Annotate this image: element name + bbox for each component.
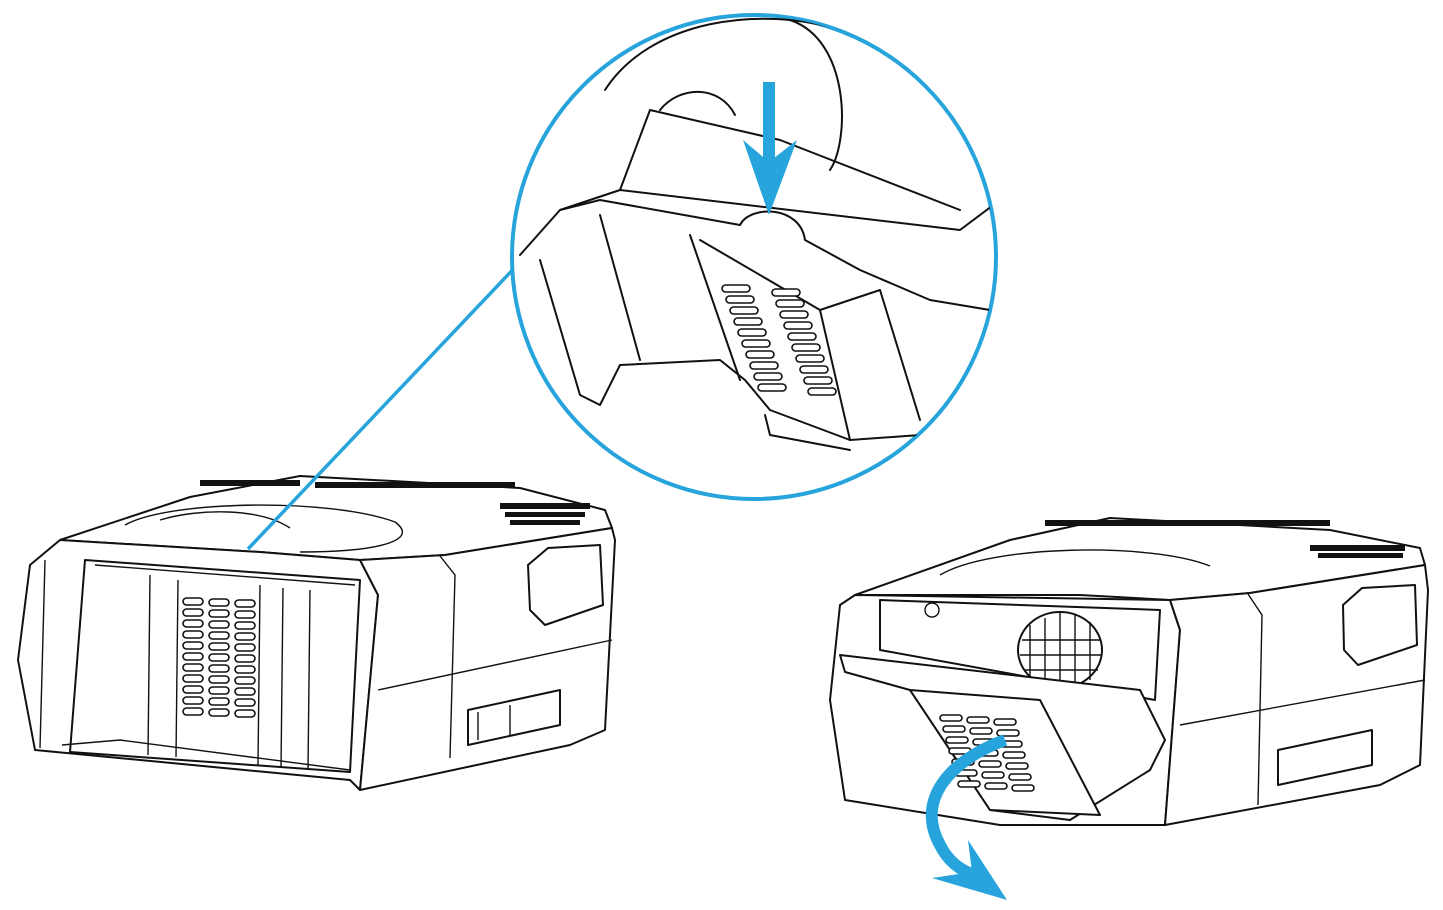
swing-open-arrow-icon bbox=[925, 734, 1008, 900]
vent-slot bbox=[791, 343, 821, 352]
vent-slot bbox=[234, 665, 256, 674]
vent-slot bbox=[996, 729, 1020, 737]
vent-slot bbox=[771, 288, 801, 297]
vent-slot bbox=[939, 714, 963, 722]
vent-slot bbox=[993, 718, 1017, 726]
vent-slot bbox=[208, 620, 230, 629]
vent-slot bbox=[799, 365, 829, 374]
vent-slot bbox=[208, 631, 230, 640]
vent-slot bbox=[1005, 762, 1029, 770]
vent-slot bbox=[182, 707, 204, 716]
vent-slot bbox=[234, 654, 256, 663]
vent-slot bbox=[725, 295, 755, 304]
vent-slot bbox=[984, 782, 1008, 790]
vent-slot bbox=[182, 685, 204, 694]
vent-slot bbox=[779, 310, 809, 319]
vent-slot bbox=[945, 736, 969, 744]
vent-slot bbox=[208, 686, 230, 695]
vent-slot bbox=[182, 597, 204, 606]
vent-slot bbox=[208, 609, 230, 618]
device-closed bbox=[17, 475, 616, 791]
vent-slot bbox=[182, 619, 204, 628]
vent-slot bbox=[745, 350, 775, 359]
vent-slot bbox=[182, 663, 204, 672]
device-open bbox=[829, 517, 1429, 826]
vent-slot bbox=[234, 687, 256, 696]
vent-slot bbox=[737, 328, 767, 337]
vent-slot bbox=[234, 621, 256, 630]
vent-slot bbox=[208, 697, 230, 706]
vent-slot bbox=[807, 387, 837, 396]
vent-slot bbox=[957, 780, 981, 788]
vent-slot bbox=[234, 610, 256, 619]
fan-wheel bbox=[1017, 611, 1103, 689]
vent-slot bbox=[783, 321, 813, 330]
vent-slot bbox=[1008, 773, 1032, 781]
vent-slot bbox=[1002, 751, 1026, 759]
vent-slot bbox=[182, 652, 204, 661]
vent-slot bbox=[234, 632, 256, 641]
vent-slot bbox=[234, 643, 256, 652]
vent-slot bbox=[795, 354, 825, 363]
vent-slot bbox=[234, 698, 256, 707]
vent-slot bbox=[182, 696, 204, 705]
vent-slot bbox=[749, 361, 779, 370]
vent-slot bbox=[182, 608, 204, 617]
vent-slot bbox=[966, 716, 990, 724]
detail-vents bbox=[721, 284, 837, 396]
vent-slot bbox=[234, 676, 256, 685]
vent-slot bbox=[182, 641, 204, 650]
top-vents-left bbox=[200, 480, 590, 525]
vent-slot bbox=[787, 332, 817, 341]
vent-slot bbox=[741, 339, 771, 348]
detail-view bbox=[519, 17, 995, 451]
vent-slot bbox=[208, 664, 230, 673]
vent-slot bbox=[981, 771, 1005, 779]
push-down-arrow-icon bbox=[743, 82, 797, 215]
vent-slot bbox=[775, 299, 805, 308]
vent-slot bbox=[942, 725, 966, 733]
front-vents-left bbox=[182, 597, 256, 718]
vent-slot bbox=[753, 372, 783, 381]
leader-line bbox=[246, 258, 524, 551]
vent-slot bbox=[757, 383, 787, 392]
vent-slot bbox=[729, 306, 759, 315]
magnifier-circle bbox=[510, 13, 998, 501]
vent-slot bbox=[1011, 784, 1035, 792]
vent-slot bbox=[733, 317, 763, 326]
vent-slot bbox=[234, 599, 256, 608]
vent-slot bbox=[208, 598, 230, 607]
vent-slot bbox=[182, 674, 204, 683]
vent-slot bbox=[208, 642, 230, 651]
top-vents-right bbox=[1045, 520, 1405, 558]
vent-slot bbox=[803, 376, 833, 385]
vent-slot bbox=[234, 709, 256, 718]
vent-slot bbox=[978, 760, 1002, 768]
vent-slot bbox=[969, 727, 993, 735]
vent-slot bbox=[208, 708, 230, 717]
detail-callout bbox=[246, 13, 998, 551]
vent-slot bbox=[208, 675, 230, 684]
vent-slot bbox=[208, 653, 230, 662]
vent-slot bbox=[721, 284, 751, 293]
vent-slot bbox=[182, 630, 204, 639]
